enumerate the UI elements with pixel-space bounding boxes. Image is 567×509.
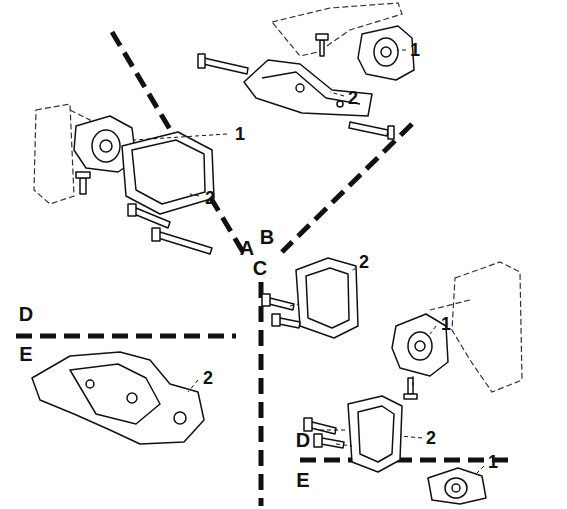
section-letter: D [19,304,33,324]
section-letter: C [253,258,267,278]
parts [32,26,486,504]
callout-number: 2 [203,369,213,387]
callout-number: 2 [348,89,358,107]
section-letter: E [296,470,309,490]
callout-number: 1 [235,125,245,143]
callout-number: 1 [410,41,420,59]
section-letter: A [240,238,254,258]
callout-number: 2 [359,253,369,271]
frame-outlines [34,3,522,392]
callout-number: 1 [488,453,498,471]
callout-number: 2 [426,429,436,447]
callout-number: 2 [205,189,215,207]
section-letter: E [19,344,32,364]
leader-lines [134,50,484,474]
section-dividers [16,32,510,506]
section-letter: B [260,227,274,247]
section-letter: D [296,430,310,450]
callout-number: 1 [441,315,451,333]
